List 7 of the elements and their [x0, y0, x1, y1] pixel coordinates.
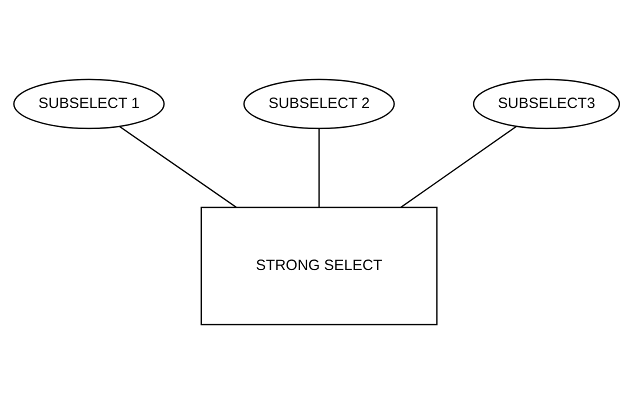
node-ellipse: SUBSELECT 2	[243, 78, 395, 130]
connector	[119, 126, 237, 208]
node-ellipse: SUBSELECT 1	[13, 78, 165, 130]
node-box: STRONG SELECT	[200, 206, 438, 326]
node-ellipse: SUBSELECT3	[472, 78, 620, 130]
connector	[318, 128, 320, 208]
connector	[400, 126, 517, 208]
